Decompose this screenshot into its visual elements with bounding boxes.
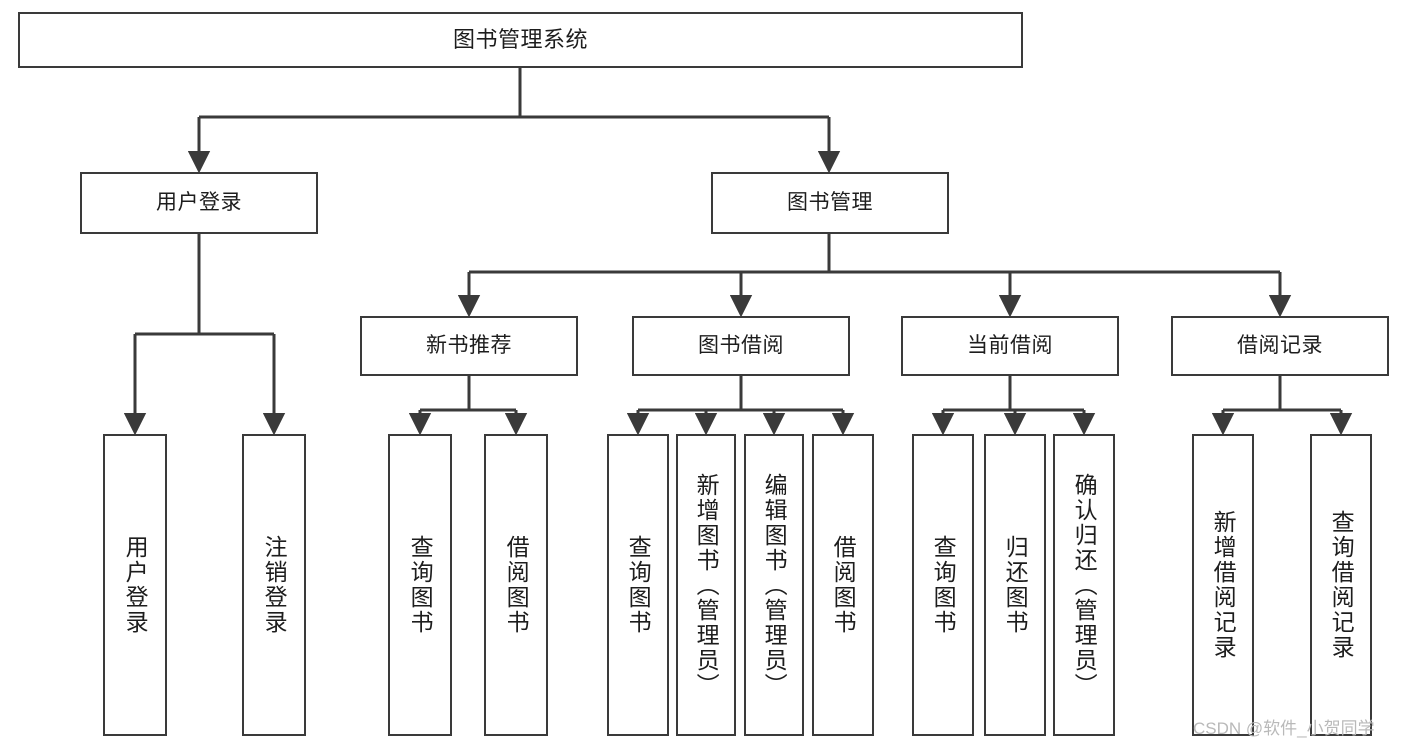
leaf-edit-book-admin[interactable]: 编辑图书（管理员） [744, 434, 804, 736]
leaf-query-borrow-record[interactable]: 查询借阅记录 [1310, 434, 1372, 736]
node-current-borrow-label: 当前借阅 [967, 334, 1053, 358]
node-user-login[interactable]: 用户登录 [80, 172, 318, 234]
leaf-query-borrow-record-label: 查询借阅记录 [1328, 510, 1355, 660]
leaf-confirm-return-admin[interactable]: 确认归还（管理员） [1053, 434, 1115, 736]
node-user-login-label: 用户登录 [156, 191, 242, 215]
leaf-query-book-current[interactable]: 查询图书 [912, 434, 974, 736]
leaf-query-book-borrow-label: 查询图书 [625, 535, 652, 635]
leaf-query-book-newbook-label: 查询图书 [407, 535, 434, 635]
leaf-query-book-borrow[interactable]: 查询图书 [607, 434, 669, 736]
leaf-return-book-label: 归还图书 [1002, 535, 1029, 635]
leaf-add-borrow-record-label: 新增借阅记录 [1210, 510, 1237, 660]
node-book-borrow[interactable]: 图书借阅 [632, 316, 850, 376]
leaf-user-login[interactable]: 用户登录 [103, 434, 167, 736]
node-book-management-label: 图书管理 [787, 191, 873, 215]
leaf-borrow-book[interactable]: 借阅图书 [812, 434, 874, 736]
leaf-add-borrow-record[interactable]: 新增借阅记录 [1192, 434, 1254, 736]
leaf-borrow-book-label: 借阅图书 [830, 535, 857, 635]
node-borrow-record[interactable]: 借阅记录 [1171, 316, 1389, 376]
node-root-label: 图书管理系统 [452, 26, 588, 52]
leaf-logout-label: 注销登录 [261, 535, 288, 635]
leaf-add-book-admin[interactable]: 新增图书（管理员） [676, 434, 736, 736]
node-root[interactable]: 图书管理系统 [18, 12, 1023, 68]
leaf-edit-book-admin-label: 编辑图书（管理员） [761, 472, 788, 698]
node-new-book-recommend[interactable]: 新书推荐 [360, 316, 578, 376]
leaf-query-book-newbook[interactable]: 查询图书 [388, 434, 452, 736]
node-borrow-record-label: 借阅记录 [1237, 334, 1323, 358]
leaf-confirm-return-admin-label: 确认归还（管理员） [1071, 472, 1098, 698]
leaf-add-book-admin-label: 新增图书（管理员） [693, 472, 720, 698]
leaf-borrow-book-newbook-label: 借阅图书 [503, 535, 530, 635]
leaf-query-book-current-label: 查询图书 [930, 535, 957, 635]
leaf-user-login-label: 用户登录 [122, 535, 149, 635]
leaf-borrow-book-newbook[interactable]: 借阅图书 [484, 434, 548, 736]
node-book-borrow-label: 图书借阅 [698, 334, 784, 358]
leaf-return-book[interactable]: 归还图书 [984, 434, 1046, 736]
watermark: CSDN @软件_小贺同学 [1193, 719, 1375, 738]
node-new-book-recommend-label: 新书推荐 [426, 334, 512, 358]
node-current-borrow[interactable]: 当前借阅 [901, 316, 1119, 376]
leaf-logout[interactable]: 注销登录 [242, 434, 306, 736]
node-book-management[interactable]: 图书管理 [711, 172, 949, 234]
